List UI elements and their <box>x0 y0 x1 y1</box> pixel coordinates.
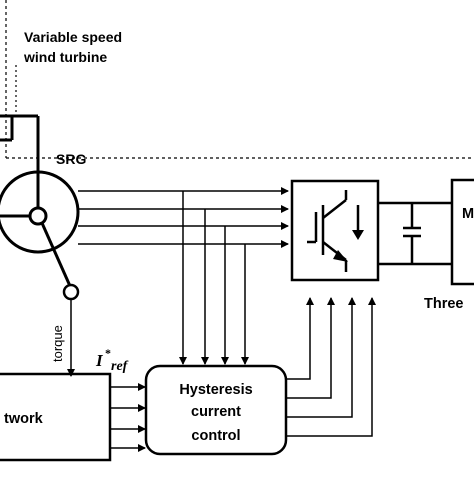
wind-turbine-rotor-icon <box>0 114 40 213</box>
network-label: twork <box>4 411 44 427</box>
gate-signal-lines <box>287 297 376 437</box>
iref-sub: ref <box>111 359 129 374</box>
iref-label: I * ref <box>95 346 129 374</box>
network-box <box>0 372 112 462</box>
hysteresis-control-box <box>144 364 288 456</box>
igbt-switch-icon <box>307 190 364 272</box>
current-feedback-lines <box>179 191 249 365</box>
iref-main: I <box>95 351 104 370</box>
dc-link-capacitor-icon <box>378 201 452 266</box>
turbine-region-dashed-border <box>5 0 474 159</box>
iref-signal-lines <box>110 383 146 452</box>
grid-converter-label: M <box>462 206 474 222</box>
torque-label: torque <box>50 325 65 362</box>
three-phase-label: Three <box>424 296 464 312</box>
srg-label: SRG <box>56 151 86 167</box>
turbine-label-line2: wind turbine <box>23 49 107 65</box>
hysteresis-label-line1: Hysteresis <box>179 382 252 398</box>
hysteresis-label-line3: control <box>191 428 240 444</box>
turbine-label-line1: Variable speed <box>24 29 122 45</box>
srg-machine-icon <box>0 170 80 301</box>
grid-converter-box <box>450 178 474 286</box>
iref-star: * <box>105 346 111 360</box>
hysteresis-label-line2: current <box>191 404 241 420</box>
converter-box <box>290 179 380 282</box>
